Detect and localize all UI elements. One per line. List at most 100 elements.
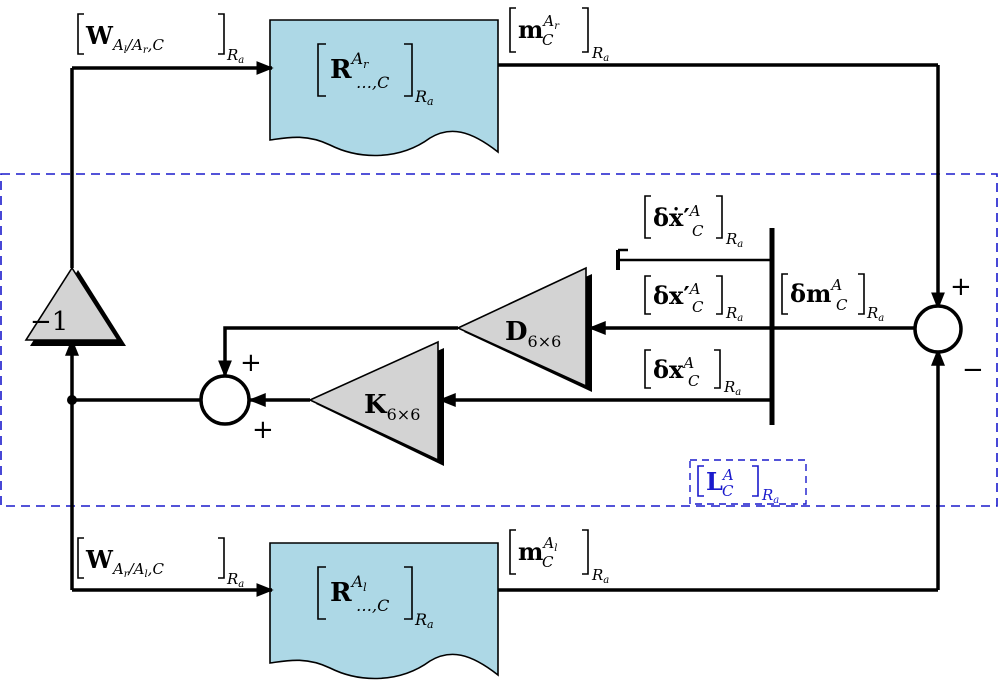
- m-top-frame-sub: R: [591, 44, 603, 62]
- stiffness-main: K: [364, 390, 388, 420]
- dx-frame-sub: R: [723, 378, 735, 396]
- dm-main: m: [806, 279, 831, 308]
- dm-frame-sub-sub: a: [878, 313, 884, 324]
- dxdot-bracket-right: [716, 195, 723, 239]
- dxdot-prefix: δ: [653, 203, 669, 232]
- bottom-block-main: R: [330, 578, 352, 608]
- dxprime-main: x: [669, 281, 684, 310]
- w-bottom-sub-sub: r: [124, 569, 130, 580]
- m-top-frame-sub-sub: a: [603, 53, 609, 64]
- right-plus-sign: +: [950, 272, 972, 302]
- w-top-sub: A: [111, 36, 124, 54]
- dxdot-frame-sub: R: [725, 230, 737, 248]
- w-bottom-frame-sub: R: [226, 570, 238, 588]
- w-bottom-frame-sub-sub: a: [238, 579, 244, 590]
- m-top-bracket-left: [509, 7, 516, 53]
- dx-frame: Ra: [723, 378, 741, 398]
- m-bottom-bracket-right: [582, 529, 589, 575]
- m-top-bracket-right: [582, 7, 589, 53]
- dxdot-main: ẋ: [669, 203, 684, 232]
- left-plus-bottom-sign: +: [252, 415, 274, 445]
- dxprime-prime: ′: [683, 281, 689, 310]
- dx-prefix: δ: [653, 355, 669, 384]
- m-bottom-bracket-left: [509, 529, 516, 575]
- inverter-gain: [24, 266, 120, 341]
- junction-dot: [67, 395, 77, 405]
- w-top-bracket-left: [77, 13, 84, 55]
- dxprime-bracket-right: [716, 275, 723, 315]
- left-plus-top-sign: +: [240, 348, 262, 378]
- m-bottom-frame-sub: R: [591, 566, 603, 584]
- w-bottom-label: WAr/Al,C: [85, 545, 164, 580]
- top-block-frame-sub-sub: a: [427, 95, 434, 108]
- dxdot-frame: Ra: [725, 230, 743, 250]
- right-summing-junction: [913, 304, 963, 354]
- dm-bracket-left: [781, 273, 788, 315]
- bottom-block: [269, 542, 499, 680]
- m-bottom-main: m: [518, 537, 543, 566]
- m-top-sup: A: [541, 12, 554, 30]
- m-bottom-frame: Ra: [591, 566, 609, 586]
- w-bottom-bracket-left: [77, 537, 84, 579]
- dm-frame-sub: R: [866, 304, 878, 322]
- dx-bracket-right: [714, 349, 721, 389]
- dm-sup: A: [829, 276, 842, 294]
- bottom-block-frame: Ra: [414, 610, 434, 631]
- top-block-sup: A: [350, 49, 364, 68]
- dm-prefix: δ: [790, 279, 806, 308]
- m-bottom-sub: C: [542, 553, 554, 571]
- bottom-block-frame-sub-sub: a: [427, 618, 434, 631]
- w-bottom-sub: A: [111, 560, 124, 578]
- dx-main: x: [669, 355, 684, 384]
- stiffness-gain: [308, 340, 439, 462]
- subsystem-main: L: [706, 467, 723, 496]
- w-top-label: WAl/Ar,C: [85, 21, 164, 56]
- subsystem-boundary: [0, 173, 998, 507]
- w-top-bracket-right: [218, 13, 225, 55]
- damping-main: D: [505, 317, 528, 347]
- top-block: [269, 19, 499, 157]
- w-bottom-sub-tail: ,C: [148, 560, 165, 578]
- w-top-frame: Ra: [226, 46, 244, 66]
- dx-bracket-left: [644, 349, 651, 389]
- w-top-frame-sub: R: [226, 46, 238, 64]
- subsystem-bracket-left: [697, 465, 704, 497]
- top-block-sup-sub: r: [363, 58, 369, 71]
- w-top-main: W: [85, 21, 114, 50]
- m-bottom-sup: A: [541, 534, 554, 552]
- dm-frame: Ra: [866, 304, 884, 324]
- subsystem-bracket-right: [752, 465, 759, 497]
- subsystem-frame: Ra: [761, 486, 779, 506]
- dx-frame-sub-sub: a: [735, 387, 741, 398]
- wire-D-to-sum: [218, 326, 458, 378]
- m-top-main: m: [518, 15, 543, 44]
- dm-bracket-right: [858, 273, 865, 315]
- w-bottom-bracket-right: [218, 537, 225, 579]
- dxprime-bracket-left: [644, 275, 651, 315]
- top-block-frame: Ra: [414, 87, 434, 108]
- dxdot-prime: ′: [683, 203, 689, 232]
- dxdot-sub: C: [692, 222, 704, 240]
- dx-sub: C: [688, 372, 700, 390]
- m-top-frame: Ra: [591, 44, 609, 64]
- dxprime-sup: A: [688, 280, 701, 298]
- right-minus-sign: −: [962, 355, 984, 385]
- dm-sub: C: [836, 296, 848, 314]
- w-bottom-sub-rest: /A: [127, 560, 145, 578]
- bottom-block-sup-sub: l: [363, 581, 367, 594]
- dxprime-sub: C: [692, 298, 704, 316]
- stiffness-sub: 6×6: [387, 405, 421, 424]
- m-bottom-sup-sub: l: [554, 543, 557, 554]
- top-block-label: RAr…,C: [330, 49, 389, 92]
- m-bottom-frame-sub-sub: a: [603, 575, 609, 586]
- bottom-block-sub: …,C: [356, 596, 389, 615]
- bottom-block-bracket-left: [317, 566, 326, 620]
- dxdot-frame-sub-sub: a: [737, 239, 743, 250]
